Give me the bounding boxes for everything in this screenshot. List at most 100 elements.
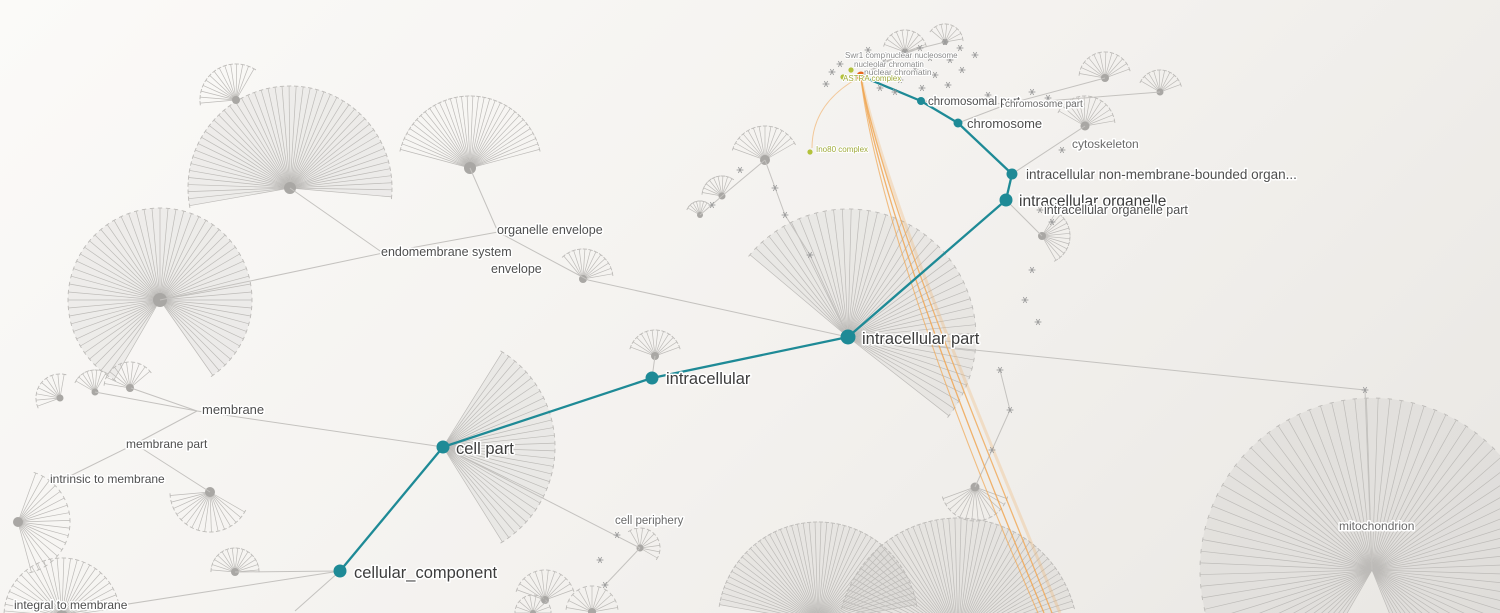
leaf-term-node[interactable]	[864, 46, 872, 54]
fan-hub-node[interactable]	[13, 517, 23, 527]
leaf-term-node[interactable]	[1036, 206, 1044, 214]
leaf-term-node[interactable]	[901, 48, 909, 56]
term-label[interactable]: Swr1 complex	[844, 50, 896, 61]
leaf-term-node[interactable]	[956, 44, 964, 52]
term-label[interactable]: chromosome part	[1004, 98, 1085, 112]
leaf-term-node[interactable]	[876, 84, 884, 92]
term-label[interactable]: mitochondrion	[1338, 518, 1416, 535]
term-label[interactable]: nuclear nucleosome	[885, 50, 959, 61]
leaf-term-node[interactable]	[822, 80, 830, 88]
term-label[interactable]: nuclear chromatin	[863, 66, 933, 78]
term-label[interactable]: nucleolar chromatin	[853, 59, 925, 70]
leaf-term-node[interactable]	[1034, 318, 1042, 326]
leaf-term-node[interactable]	[916, 44, 924, 52]
graph-edge	[67, 570, 341, 613]
leaf-term-node[interactable]	[771, 184, 779, 192]
graph-edge	[920, 100, 1009, 105]
leaf-term-node[interactable]	[1028, 88, 1036, 96]
leaf-term-node[interactable]	[601, 581, 609, 589]
term-label[interactable]: intracellular part	[861, 329, 982, 350]
graph-edge	[904, 41, 946, 53]
term-label[interactable]: intracellular	[665, 369, 753, 390]
leaf-term-node[interactable]	[806, 251, 814, 259]
ancestry-term-node[interactable]	[917, 97, 925, 105]
ancestry-term-node[interactable]	[999, 193, 1013, 207]
leaf-term-node[interactable]	[911, 66, 919, 74]
leaf-term-node[interactable]	[1006, 406, 1014, 414]
leaf-term-node[interactable]	[926, 54, 934, 62]
complex-term-node[interactable]	[807, 149, 813, 155]
leaf-term-node[interactable]	[1028, 266, 1036, 274]
term-label[interactable]: membrane part	[125, 436, 210, 453]
term-label[interactable]: intracellular organelle part	[1043, 202, 1190, 219]
term-label[interactable]: chromosomal part	[927, 95, 1023, 110]
leaf-term-node[interactable]	[988, 446, 996, 454]
term-label[interactable]: intracellular organelle	[1018, 192, 1168, 212]
term-label[interactable]: cell part	[455, 439, 516, 460]
term-label[interactable]: intrinsic to membrane	[49, 471, 167, 488]
fan-node-cluster	[74, 369, 109, 396]
fan-hub-node[interactable]	[56, 610, 68, 613]
ancestry-term-node[interactable]	[645, 371, 659, 385]
leaf-term-node[interactable]	[828, 68, 836, 76]
selected-term-node[interactable]	[856, 71, 866, 81]
ancestry-path-edge	[957, 122, 1013, 175]
fan-hub-node[interactable]	[232, 96, 240, 104]
term-label[interactable]: organelle envelope	[496, 222, 605, 239]
leaf-term-node[interactable]	[958, 66, 966, 74]
complex-term-node[interactable]	[848, 67, 854, 73]
complex-term-node[interactable]	[840, 74, 846, 80]
fan-hub-node[interactable]	[579, 275, 587, 283]
ancestry-term-node[interactable]	[436, 440, 450, 454]
leaf-term-node[interactable]	[931, 71, 939, 79]
term-label[interactable]: cell periphery	[614, 514, 686, 529]
term-label[interactable]: cytoskeleton	[1071, 136, 1141, 153]
term-label[interactable]: envelope	[490, 261, 544, 278]
leaf-term-node[interactable]	[596, 556, 604, 564]
leaf-term-node[interactable]	[971, 51, 979, 59]
fan-hub-node[interactable]	[530, 610, 536, 613]
leaf-term-node[interactable]	[918, 84, 926, 92]
leaf-term-node[interactable]	[880, 58, 888, 66]
term-label[interactable]: chromosome	[966, 115, 1044, 133]
leaf-term-node[interactable]	[1044, 94, 1052, 102]
leaf-term-node[interactable]	[896, 76, 904, 84]
term-label[interactable]: ASTRA complex	[842, 73, 902, 84]
leaf-term-node[interactable]	[1021, 296, 1029, 304]
term-label[interactable]: intracellular non-membrane-bounded organ…	[1025, 166, 1299, 184]
leaf-term-node[interactable]	[941, 38, 949, 46]
graph-edge	[809, 254, 849, 338]
term-label[interactable]: endomembrane system	[380, 244, 514, 261]
fan-sector-fill	[749, 209, 976, 416]
ancestry-term-node[interactable]	[1006, 168, 1018, 180]
leaf-term-node[interactable]	[946, 56, 954, 64]
leaf-term-node[interactable]	[836, 60, 844, 68]
leaf-term-node[interactable]	[996, 366, 1004, 374]
fan-node-cluster	[515, 569, 575, 604]
leaf-term-node[interactable]	[708, 201, 716, 209]
fan-node-cluster	[103, 361, 152, 392]
leaf-term-node[interactable]	[613, 531, 621, 539]
leaf-term-node[interactable]	[736, 166, 744, 174]
ancestry-term-node[interactable]	[840, 329, 856, 345]
leaf-term-node[interactable]	[984, 91, 992, 99]
term-label[interactable]: Ino80 complex	[815, 144, 869, 155]
term-label[interactable]: cellular_component	[353, 563, 500, 584]
ancestry-term-node[interactable]	[953, 118, 963, 128]
leaf-term-node[interactable]	[1361, 386, 1369, 394]
fan-hub-node[interactable]	[588, 608, 596, 613]
fan-hub-node[interactable]	[126, 384, 134, 392]
leaf-term-node[interactable]	[944, 81, 952, 89]
ancestry-term-node[interactable]	[333, 564, 347, 578]
leaf-term-node[interactable]	[1048, 218, 1056, 226]
term-label[interactable]: integral to membrane	[13, 597, 130, 613]
leaf-term-node[interactable]	[781, 211, 789, 219]
leaf-term-node[interactable]	[1004, 100, 1012, 108]
leaf-term-node[interactable]	[891, 88, 899, 96]
fan-hub-node[interactable]	[56, 394, 64, 402]
term-label[interactable]: membrane	[201, 401, 266, 419]
ancestry-path-edge	[442, 376, 653, 449]
leaf-term-node[interactable]	[1058, 146, 1066, 154]
